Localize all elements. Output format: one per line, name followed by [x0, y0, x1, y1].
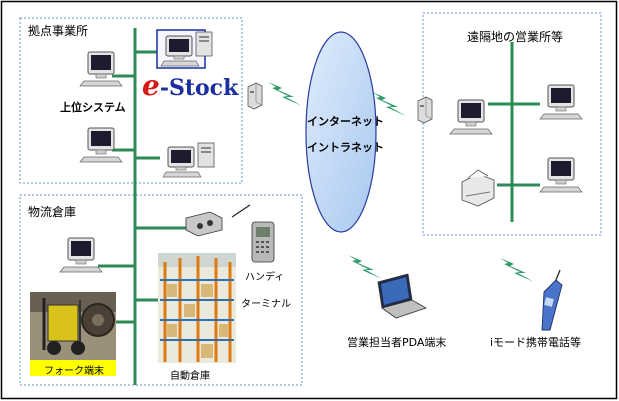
- wireless-link-icon: [268, 82, 302, 106]
- handy-terminal-label-2: ターミナル: [241, 299, 291, 310]
- forklift-image: [30, 292, 116, 362]
- wireless-link-icon: [500, 258, 534, 282]
- handy-terminal-label-1: ハンディ: [245, 272, 285, 283]
- forklift-label-bg: [30, 360, 116, 376]
- highlighted-pc-icon: [156, 29, 212, 69]
- router-icon: [417, 96, 433, 124]
- pc-icon: [163, 143, 214, 177]
- pc-icon: [79, 127, 123, 163]
- warehouse-zone-title: 物流倉庫: [28, 205, 77, 219]
- host-system-label: 上位システム: [60, 101, 126, 114]
- host-system-pc-icon: [79, 51, 123, 87]
- estock-logo: e-Stock: [142, 72, 239, 101]
- forklift-label: フォーク端末: [44, 366, 104, 377]
- hub-zone-border: [19, 17, 243, 184]
- mobile-phone-icon: [541, 269, 563, 331]
- estock-logo-e: e: [142, 69, 160, 102]
- pc-icon: [539, 84, 583, 120]
- pc-icon: [539, 157, 583, 193]
- laptop-icon: [377, 273, 427, 319]
- intranet-label: イントラネット: [307, 141, 384, 154]
- remote-zone-border: [422, 12, 602, 236]
- wireless-access-point-icon: [185, 204, 251, 237]
- warehouse-zone-border: [19, 194, 303, 386]
- imode-label: iモード携帯電話等: [490, 336, 582, 349]
- pc-icon: [449, 99, 493, 135]
- auto-warehouse-label: 自動倉庫: [170, 371, 210, 382]
- local-bus: [98, 28, 186, 385]
- handy-terminal-icon: [251, 221, 275, 263]
- estock-logo-rest: -Stock: [159, 75, 239, 101]
- router-icon: [247, 82, 263, 110]
- remote-bus: [488, 42, 540, 222]
- automated-warehouse-image: [158, 253, 236, 363]
- internet-label: インターネット: [307, 115, 384, 128]
- internet-cloud: [305, 31, 377, 233]
- remote-zone-title: 遠隔地の営業所等: [467, 30, 564, 44]
- hub-zone-title: 拠点事業所: [28, 24, 89, 38]
- pc-icon: [59, 237, 103, 273]
- printer-icon: [461, 169, 495, 207]
- wireless-link-icon: [348, 255, 382, 279]
- sales-pda-label: 営業担当者PDA端末: [347, 336, 447, 349]
